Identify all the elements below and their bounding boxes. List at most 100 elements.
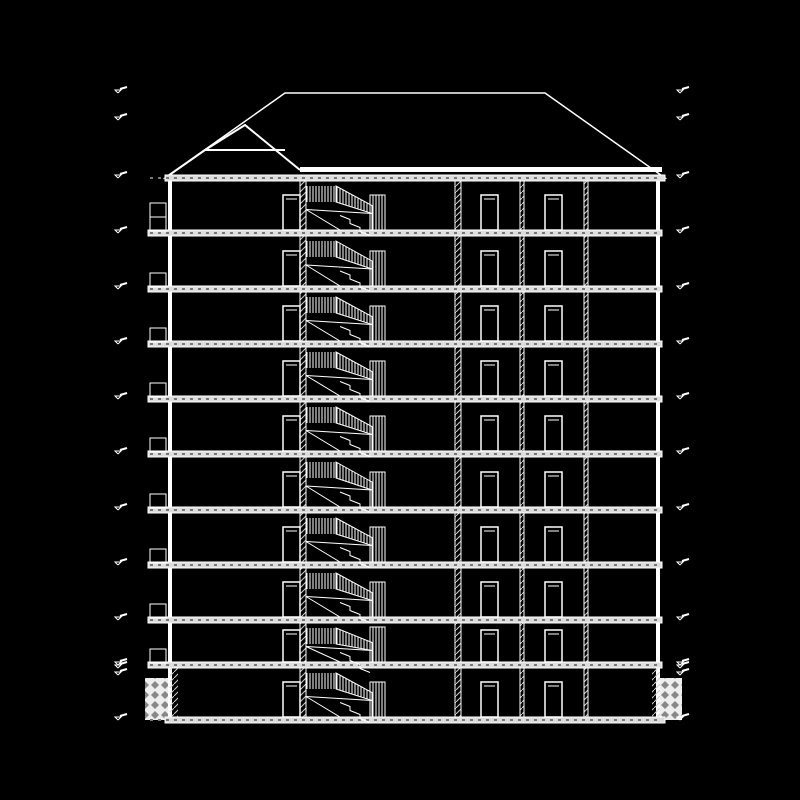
stair-flight (335, 406, 373, 436)
elevation-label-right (681, 668, 690, 672)
window (282, 681, 301, 718)
elevation-marker-right (675, 671, 685, 676)
stair-flight-lower (305, 264, 373, 287)
stair-flight-lower (305, 320, 373, 342)
floor-slab (147, 395, 663, 403)
stair-steps (339, 436, 371, 457)
window (544, 526, 563, 563)
floor-slab (147, 340, 663, 348)
stair-steps (339, 652, 371, 673)
stair-steps (339, 215, 371, 236)
elevation-marker-right (675, 285, 685, 290)
stair-landing-railing (306, 462, 336, 478)
balcony-parapet (149, 603, 167, 619)
window (544, 305, 563, 342)
stair-steps (339, 270, 371, 292)
floor-slab (147, 561, 663, 569)
elevation-label-left (119, 713, 128, 717)
stair-flight-lower (305, 646, 373, 663)
elevation-marker-left (113, 661, 123, 666)
elevation-marker-right (675, 395, 685, 400)
balcony-parapet (149, 202, 167, 231)
window (480, 194, 499, 231)
elevation-marker-right (675, 616, 685, 621)
elevation-marker-left (113, 395, 123, 400)
window (480, 305, 499, 342)
elevation-label-left (119, 113, 128, 117)
elevation-label-left (119, 86, 128, 90)
elevation-marker-right (675, 89, 685, 94)
elevation-label-left (119, 658, 128, 662)
elevation-marker-right (675, 229, 685, 234)
elevation-label-right (681, 113, 690, 117)
stair-flight (335, 517, 373, 547)
elevation-marker-right (675, 174, 685, 179)
window (282, 581, 301, 618)
stair-landing-railing (306, 186, 336, 202)
elevation-marker-left (113, 229, 123, 234)
stair-flight (335, 572, 373, 602)
window (544, 194, 563, 231)
stair-landing-railing (306, 352, 336, 368)
stair-landing-railing (306, 407, 336, 423)
column-line (583, 177, 589, 721)
stair-flight (335, 351, 373, 381)
stair-steps (339, 547, 371, 568)
window (480, 415, 499, 452)
elevation-marker-left (113, 340, 123, 345)
roof-outline (162, 92, 668, 179)
elevation-label-right (681, 658, 690, 662)
elevation-label-left (119, 558, 128, 562)
right-exterior-wall (656, 178, 660, 720)
elevation-label-right (681, 447, 690, 451)
elevation-label-left (119, 392, 128, 396)
elevation-label-left (119, 613, 128, 617)
balcony-parapet (149, 648, 167, 664)
elevation-label-left (119, 171, 128, 175)
window (282, 415, 301, 452)
foundation-wall-right (652, 668, 660, 720)
stair-flight (335, 185, 373, 215)
stair-flight-lower (305, 485, 373, 508)
window (282, 629, 301, 663)
floor-slab (147, 450, 663, 458)
foundation-wall-left (170, 668, 178, 720)
elevation-marker-left (113, 89, 123, 94)
window (480, 681, 499, 718)
window (282, 194, 301, 231)
stair-flight-lower (305, 541, 373, 563)
balcony-parapet (149, 382, 167, 398)
earth-fill-right (660, 678, 682, 720)
elevation-marker-left (113, 616, 123, 621)
left-exterior-wall (168, 178, 172, 720)
column-line (519, 177, 525, 721)
elevation-label-right (681, 337, 690, 341)
elevation-label-right (681, 226, 690, 230)
window (480, 629, 499, 663)
elevation-label-right (681, 558, 690, 562)
balcony-parapet (149, 272, 167, 288)
window (480, 526, 499, 563)
stair-flight (335, 627, 373, 652)
balcony-parapet (149, 216, 167, 232)
stair-flight-lower (305, 209, 373, 231)
window (544, 360, 563, 397)
elevation-label-right (681, 392, 690, 396)
balcony-parapet (149, 437, 167, 453)
elevation-marker-right (675, 661, 685, 666)
floor-slab (147, 506, 663, 514)
window (282, 471, 301, 508)
stair-landing-railing (306, 297, 336, 313)
elevation-label-right (681, 713, 690, 717)
elevation-label-left (119, 282, 128, 286)
elevation-label-right (681, 282, 690, 286)
stair-flight (335, 461, 373, 491)
window (282, 526, 301, 563)
window (544, 629, 563, 663)
earth-fill-left (145, 678, 168, 720)
stair-flight-lower (305, 375, 373, 397)
elevation-label-right (681, 503, 690, 507)
elevation-label-left (119, 226, 128, 230)
balcony-parapet (149, 327, 167, 343)
